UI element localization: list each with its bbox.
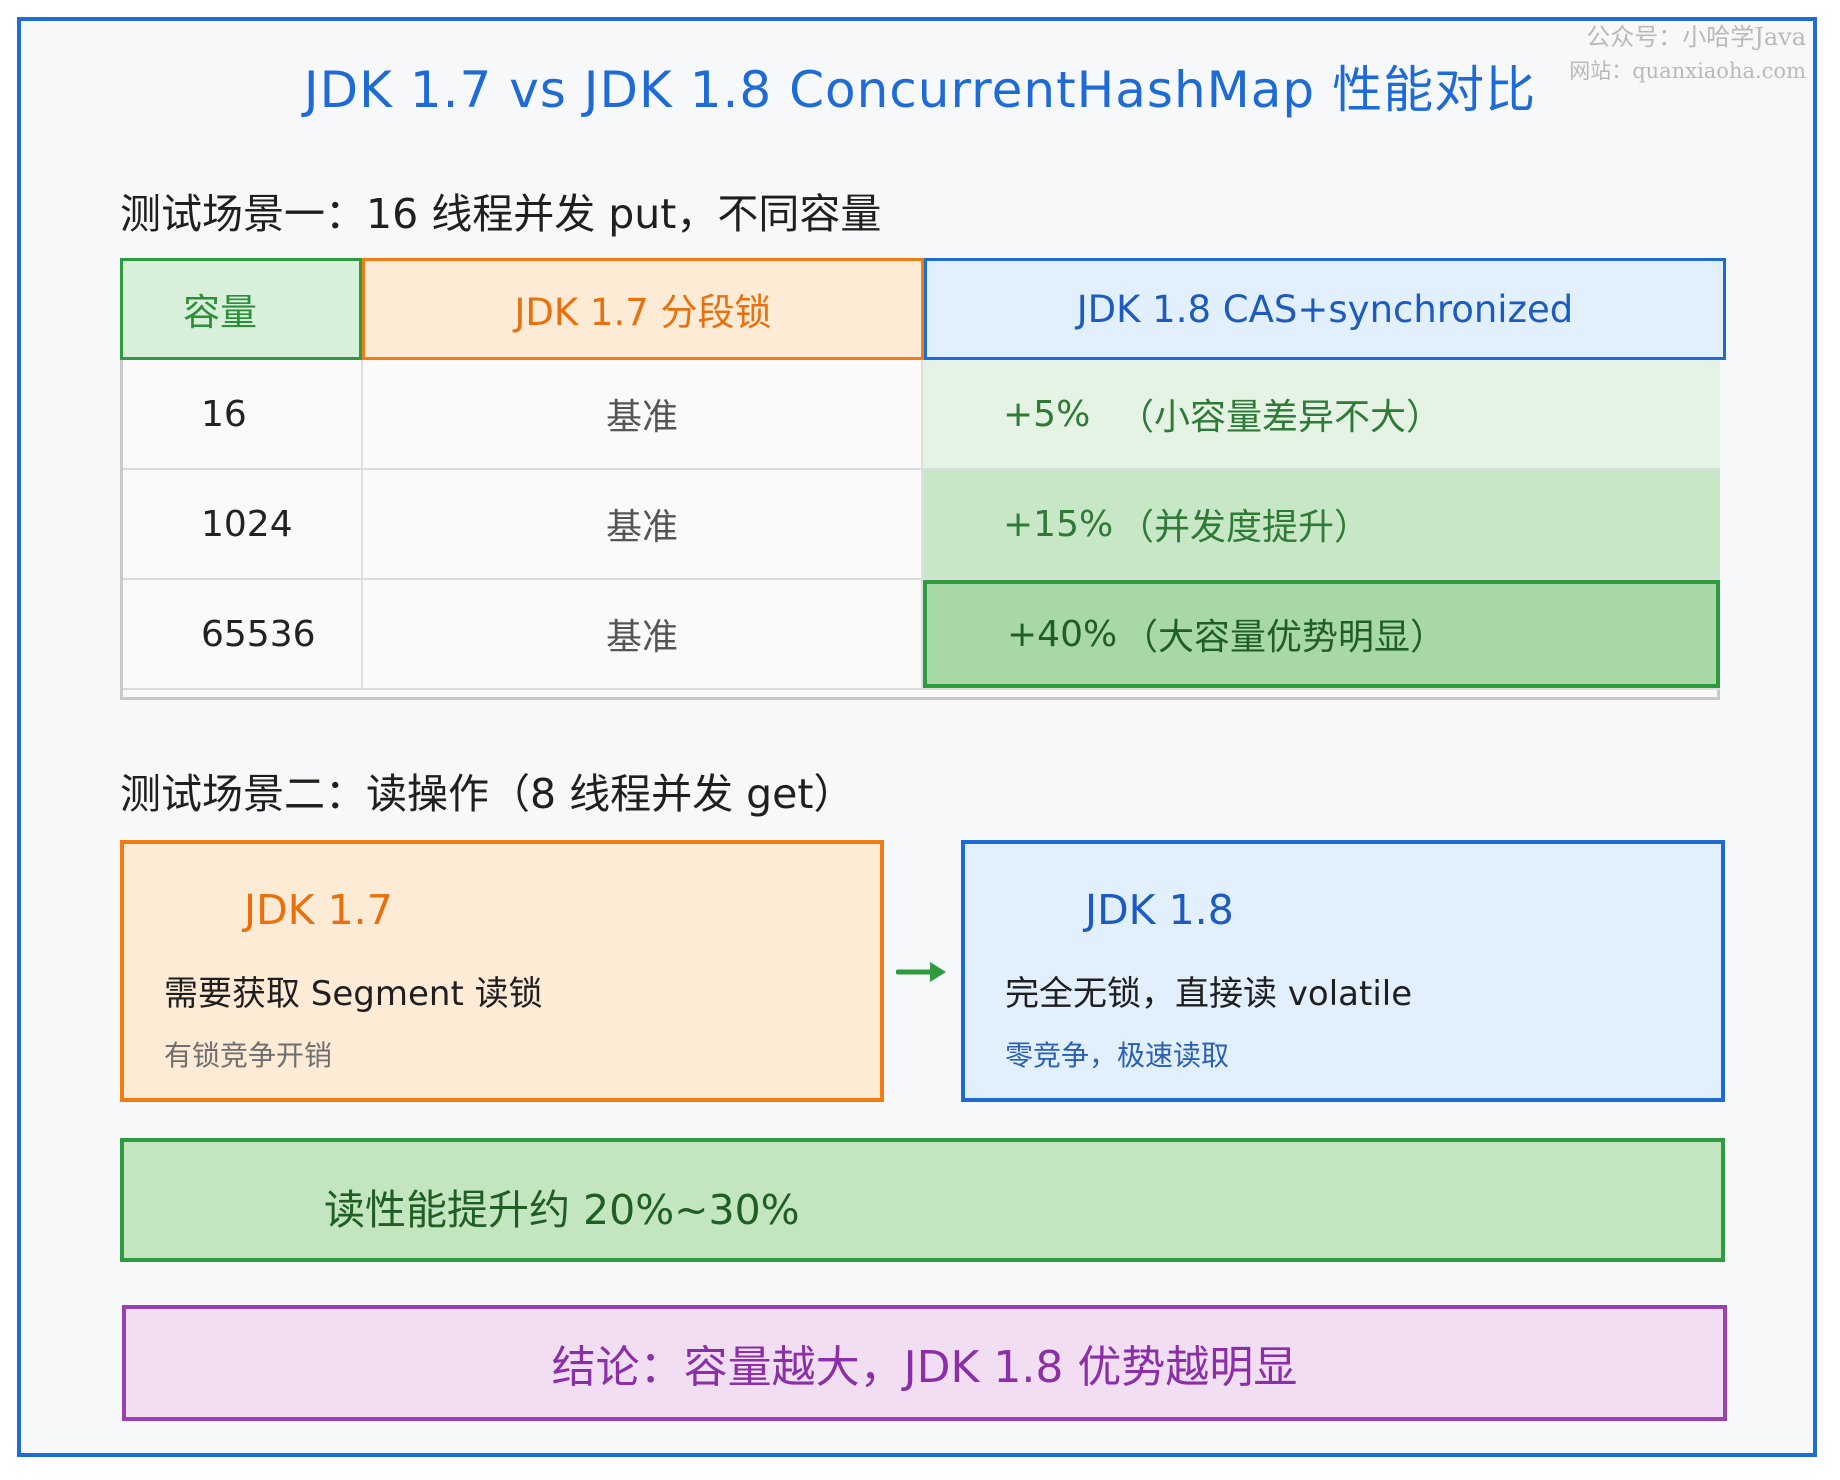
table-row: 65536 基准 +40% （大容量优势明显） <box>123 580 1720 690</box>
jdk18-percent: +15% <box>1003 503 1114 545</box>
watermark-line-1: 公众号：小哈学Java <box>1586 23 1806 51</box>
cell-capacity: 16 <box>123 360 363 468</box>
cell-jdk17: 基准 <box>363 360 923 468</box>
watermark-line-2: 网站：quanxiaoha.com <box>1569 59 1806 83</box>
scenario-1-heading: 测试场景一：16 线程并发 put，不同容量 <box>120 190 882 238</box>
table-row: 1024 基准 +15% （并发度提升） <box>123 470 1720 580</box>
page-title: JDK 1.7 vs JDK 1.8 ConcurrentHashMap 性能对… <box>303 61 1537 119</box>
cell-capacity: 1024 <box>123 470 363 578</box>
result-text: 读性能提升约 20%~30% <box>324 1186 800 1234</box>
arrow-right-icon <box>896 962 946 982</box>
jdk18-note: （小容量差异不大） <box>1118 397 1443 438</box>
read-performance-result: 读性能提升约 20%~30% <box>120 1138 1725 1262</box>
jdk18-box-title: JDK 1.8 <box>1085 886 1234 934</box>
header-capacity: 容量 <box>120 258 362 360</box>
cell-jdk18: +5% （小容量差异不大） <box>923 360 1720 468</box>
jdk17-box-title: JDK 1.7 <box>244 886 393 934</box>
table-row: 16 基准 +5% （小容量差异不大） <box>123 360 1720 470</box>
scenario-2-heading: 测试场景二：读操作（8 线程并发 get） <box>120 770 855 818</box>
jdk18-note: （并发度提升） <box>1118 507 1371 548</box>
jdk18-percent: +40% <box>1007 613 1118 655</box>
conclusion-banner: 结论：容量越大，JDK 1.8 优势越明显 <box>122 1305 1727 1421</box>
jdk17-box-note: 有锁竞争开销 <box>164 1039 333 1072</box>
cell-jdk17: 基准 <box>363 580 923 688</box>
comparison-table: 容量 JDK 1.7 分段锁 JDK 1.8 CAS+synchronized … <box>120 258 1726 700</box>
jdk18-read-box: JDK 1.8 完全无锁，直接读 volatile 零竞争，极速读取 <box>961 840 1725 1102</box>
cell-capacity: 65536 <box>123 580 363 688</box>
watermark: 公众号：小哈学Java 网站：quanxiaoha.com <box>1569 20 1806 88</box>
jdk18-box-note: 零竞争，极速读取 <box>1005 1039 1230 1072</box>
jdk18-note: （大容量优势明显） <box>1122 617 1447 658</box>
jdk18-percent: +5% <box>1003 393 1091 435</box>
cell-jdk17: 基准 <box>363 470 923 578</box>
header-jdk17: JDK 1.7 分段锁 <box>362 258 924 360</box>
cell-jdk18: +15% （并发度提升） <box>923 470 1720 578</box>
jdk18-box-line: 完全无锁，直接读 volatile <box>1005 974 1413 1014</box>
jdk17-read-box: JDK 1.7 需要获取 Segment 读锁 有锁竞争开销 <box>120 840 884 1102</box>
header-jdk18: JDK 1.8 CAS+synchronized <box>924 258 1726 360</box>
cell-jdk18: +40% （大容量优势明显） <box>923 580 1720 688</box>
jdk17-box-line: 需要获取 Segment 读锁 <box>164 974 543 1014</box>
